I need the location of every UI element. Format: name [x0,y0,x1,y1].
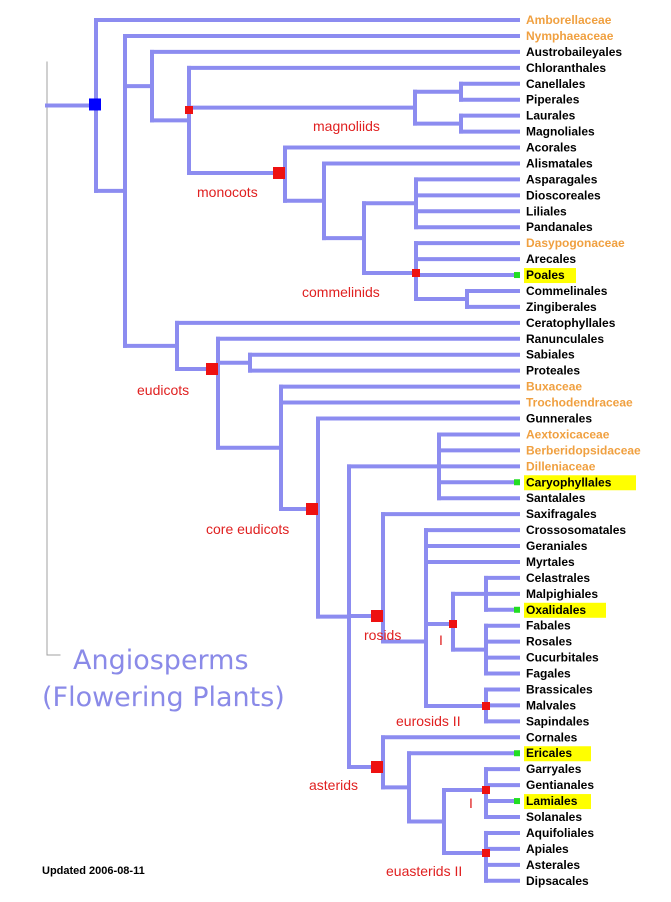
leaf-label-gentianales: Gentianales [526,778,594,792]
node-marker-magnoliids [185,106,193,114]
node-marker-eurosids-i [449,620,457,628]
leaf-label-saxifragales: Saxifragales [526,507,597,521]
title-line-2: (Flowering Plants) [42,682,285,713]
leaf-labels: AmborellaceaeNymphaeaceaeAustrobaileyale… [524,13,641,888]
leaf-label-nymphaeaceae: Nymphaeaceae [526,29,614,43]
leaf-label-liliales: Liliales [526,204,567,218]
tree-branches [45,18,520,883]
clade-label-rosids: rosids [364,627,401,643]
highlight-marker-lamiales [514,798,520,805]
leaf-label-chloranthales: Chloranthales [526,61,606,75]
highlight-marker-caryophyllales [514,479,520,486]
leaf-label-oxalidales: Oxalidales [526,603,586,617]
highlight-background-lamiales [524,794,591,810]
leaf-label-asparagales: Asparagales [526,172,598,186]
leaf-label-malpighiales: Malpighiales [526,587,598,601]
clade-label-core-eudicots: core eudicots [206,521,289,537]
node-marker-core-eudicots [306,503,318,515]
leaf-label-pandanales: Pandanales [526,220,593,234]
leaf-label-cornales: Cornales [526,730,578,744]
clade-label-eudicots: eudicots [137,382,189,398]
leaf-label-piperales: Piperales [526,93,580,107]
highlight-marker-oxalidales [514,606,520,613]
highlight-background-ericales [524,746,591,762]
leaf-label-amborellaceae: Amborellaceae [526,13,612,27]
leaf-label-dioscoreales: Dioscoreales [526,188,601,202]
clade-label-eurosids-i: I [439,632,443,648]
leaf-label-rosales: Rosales [526,635,572,649]
leaf-label-poales: Poales [526,268,565,282]
leaf-label-aquifoliales: Aquifoliales [526,826,594,840]
title-line-1: Angiosperms [73,645,249,676]
leaf-label-celastrales: Celastrales [526,571,590,585]
leaf-label-malvales: Malvales [526,698,576,712]
leaf-label-buxaceae: Buxaceae [526,380,582,394]
leaf-label-fabales: Fabales [526,619,571,633]
leaf-label-trochodendraceae: Trochodendraceae [526,396,633,410]
leaf-label-crossosomatales: Crossosomatales [526,523,626,537]
leaf-label-commelinales: Commelinales [526,284,608,298]
node-marker-euasterids-i [482,786,490,794]
leaf-label-santalales: Santalales [526,491,586,505]
clade-label-asterids: asterids [309,777,358,793]
clade-label-commelinids: commelinids [302,284,380,300]
clade-label-euasterids-i: I [469,795,473,811]
leaf-label-caryophyllales: Caryophyllales [526,475,612,489]
highlight-marker-ericales [514,750,520,757]
leaf-label-geraniales: Geraniales [526,539,588,553]
leaf-label-berberidopsidaceae: Berberidopsidaceae [526,443,641,457]
leaf-label-apiales: Apiales [526,842,569,856]
leaf-label-acorales: Acorales [526,141,577,155]
clade-label-magnoliids: magnoliids [313,118,380,134]
leaf-label-zingiberales: Zingiberales [526,300,597,314]
leaf-label-laurales: Laurales [526,109,576,123]
leaf-label-canellales: Canellales [526,77,586,91]
leaf-label-lamiales: Lamiales [526,794,578,808]
node-marker-eurosids-ii [482,702,490,710]
leaf-label-dasypogonaceae: Dasypogonaceae [526,236,625,250]
leaf-label-alismatales: Alismatales [526,156,593,170]
root-node-marker [89,98,101,111]
leaf-label-magnoliales: Magnoliales [526,125,595,139]
highlight-background-caryophyllales [524,475,636,491]
node-marker-monocots [273,167,285,179]
leaf-label-austrobaileyales: Austrobaileyales [526,45,622,59]
leaf-label-fagales: Fagales [526,667,571,681]
highlight-marker-poales [514,272,520,279]
leaf-label-brassicales: Brassicales [526,682,593,696]
clade-label-eurosids-ii: eurosids II [396,713,461,729]
leaf-label-ericales: Ericales [526,746,572,760]
leaf-label-cucurbitales: Cucurbitales [526,651,599,665]
leaf-label-dilleniaceae: Dilleniaceae [526,459,596,473]
node-marker-eudicots [206,363,218,375]
leaf-label-ceratophyllales: Ceratophyllales [526,316,616,330]
leaf-label-myrtales: Myrtales [526,555,575,569]
leaf-label-solanales: Solanales [526,810,582,824]
leaf-label-proteales: Proteales [526,364,580,378]
leaf-label-sabiales: Sabiales [526,348,575,362]
node-marker-commelinids [412,269,420,277]
clade-label-monocots: monocots [197,184,258,200]
leaf-label-asterales: Asterales [526,858,580,872]
leaf-label-ranunculales: Ranunculales [526,332,604,346]
leaf-label-garryales: Garryales [526,762,582,776]
node-markers [89,98,520,857]
leaf-label-dipsacales: Dipsacales [526,874,589,888]
leaf-label-aextoxicaceae: Aextoxicaceae [526,427,610,441]
node-marker-euasterids-ii [482,849,490,857]
highlight-background-poales [524,268,576,284]
leaf-label-sapindales: Sapindales [526,714,590,728]
updated-date: Updated 2006-08-11 [42,865,145,877]
leaf-label-arecales: Arecales [526,252,576,266]
clade-label-euasterids-ii: euasterids II [386,863,462,879]
node-marker-asterids [371,761,383,773]
highlight-background-oxalidales [524,602,606,618]
leaf-label-gunnerales: Gunnerales [526,412,592,426]
node-marker-rosids [371,610,383,622]
